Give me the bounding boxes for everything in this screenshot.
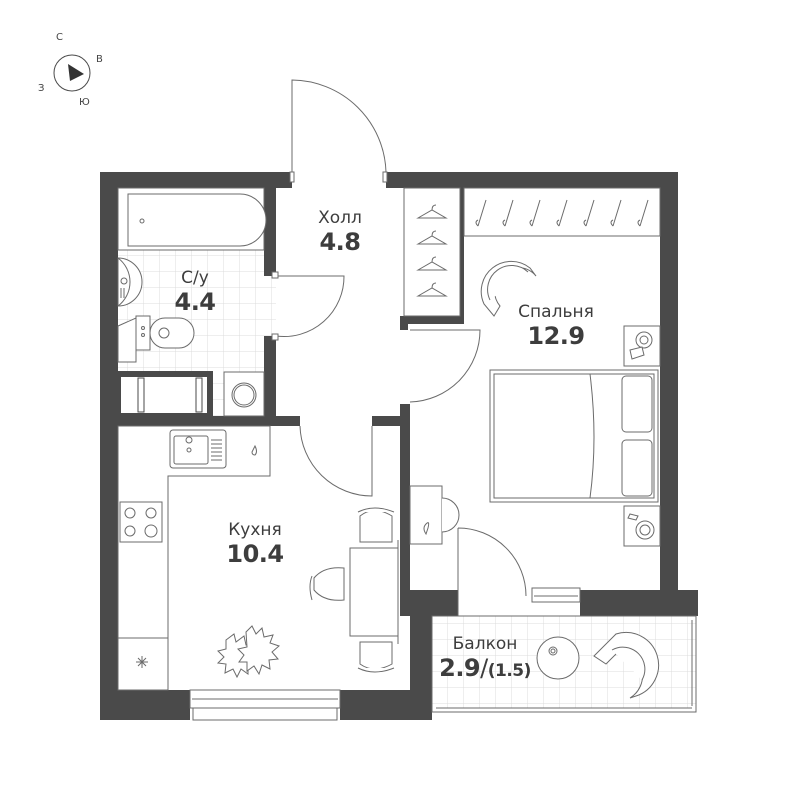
kitchen-door [299, 425, 373, 497]
compass-arrow-icon [68, 64, 84, 81]
bathroom-sink [117, 257, 143, 307]
room-area: 4.4 [174, 288, 216, 316]
area-separator: / [480, 654, 488, 682]
compass-west: З [38, 83, 45, 94]
room-name: Балкон [452, 634, 518, 654]
washing-machine [223, 371, 265, 417]
room-name: С/у [181, 268, 209, 288]
kitchen-window [189, 689, 341, 721]
balcony-armchair [593, 631, 660, 699]
kitchen-counter [117, 425, 271, 691]
dresser [409, 485, 460, 545]
balcony-window-frame [531, 587, 581, 603]
double-bed [489, 369, 659, 503]
balcony-area-reduced: (1.5) [487, 661, 532, 681]
balcony-door [457, 527, 527, 616]
nightstand-top [623, 325, 661, 367]
bathroom-door [271, 271, 345, 341]
toilet [117, 315, 195, 363]
fridge-icon [136, 656, 148, 668]
room-label-kitchen: Кухня 10.4 [226, 520, 284, 568]
balcony-railing [431, 615, 697, 713]
room-area: 12.9 [527, 322, 585, 350]
room-label-hall: Холл 4.8 [318, 208, 362, 256]
kitchen-sink [169, 429, 257, 469]
room-label-bedroom: Спальня 12.9 [518, 302, 594, 350]
walls [100, 172, 698, 720]
compass-north: С [56, 32, 63, 43]
room-area: 10.4 [226, 540, 284, 568]
room-name: Кухня [228, 520, 282, 540]
hall-wardrobe [403, 187, 461, 317]
balcony-area: 2.9 [439, 654, 481, 682]
room-area: 4.8 [319, 228, 361, 256]
compass-south: Ю [79, 97, 90, 108]
balcony-table [536, 636, 580, 680]
bedroom-wardrobe [463, 187, 661, 237]
bedroom-door [409, 329, 481, 403]
bathroom-shelf [115, 371, 213, 419]
bedroom-armchair [480, 260, 537, 317]
dining-set [309, 507, 399, 673]
room-area: 2.9/(1.5) [439, 654, 531, 685]
room-label-balcony: Балкон 2.9/(1.5) [439, 634, 531, 685]
plant-icon [216, 625, 280, 679]
stove [119, 501, 163, 543]
room-name: Спальня [518, 302, 594, 322]
entrance-door [289, 79, 388, 183]
compass-east: В [96, 54, 103, 65]
nightstand-bottom [623, 505, 661, 547]
compass [53, 54, 91, 92]
room-label-bathroom: С/у 4.4 [174, 268, 216, 316]
bathtub [117, 187, 267, 251]
room-name: Холл [318, 208, 362, 228]
